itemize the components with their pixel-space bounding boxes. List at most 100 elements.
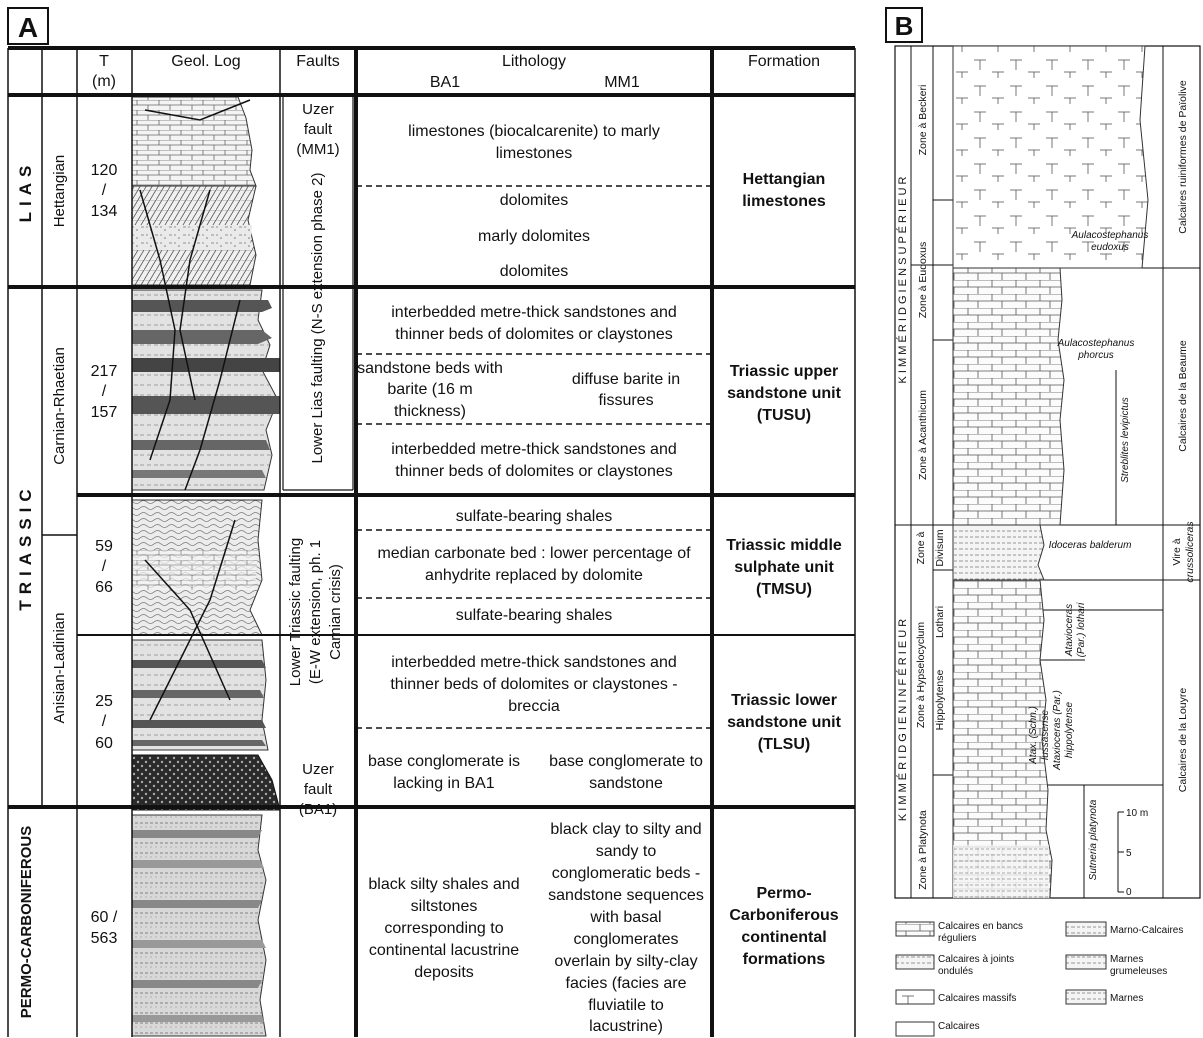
fossil-eudoxus-1: Aulacostephanus — [1071, 230, 1149, 241]
fossil-ataxioceras-hippo-2: hippolytense — [1064, 701, 1075, 758]
fault-uzer-ba1-2: fault — [304, 781, 333, 798]
legend-r2-1: Marnes — [1110, 954, 1143, 965]
zone-divisum-1: Zone à — [915, 532, 927, 565]
lith-p-mm1-7: overlain by silty-clay — [554, 953, 697, 970]
panel-b-label: B — [895, 11, 914, 41]
header-thickness-unit: (m) — [92, 73, 116, 90]
lith-l1-2: thinner beds of dolomites or claystones … — [390, 676, 677, 693]
lith-l2-ba1-2: lacking in BA1 — [393, 775, 494, 792]
lith-c2-ba1-3: thickness) — [394, 403, 466, 420]
thickness-hett-1: 120 — [91, 162, 118, 179]
lith-p-ba1-5: deposits — [414, 964, 474, 981]
panel-a-label: A — [18, 12, 38, 43]
table-grid — [7, 46, 856, 1037]
legend-l4-1: Calcaires — [938, 1021, 980, 1032]
fossil-phorcus-2: phorcus — [1077, 350, 1114, 361]
thickness-hett-3: 134 — [91, 203, 118, 220]
header-thickness: T — [99, 53, 109, 70]
thickness-carn-3: 157 — [91, 404, 118, 421]
fault-lower-triassic-1: Lower Triassic faulting — [287, 538, 304, 686]
fossil-range-lines — [1083, 370, 1117, 898]
lith-m2-1: median carbonate bed : lower percentage … — [377, 545, 691, 562]
scale-5: 5 — [1126, 848, 1132, 859]
thickness-tlsu-1: 25 — [95, 693, 113, 710]
lith-m2-2: anhydrite replaced by dolomite — [425, 567, 643, 584]
formation-vire-1: Vire à — [1171, 538, 1183, 565]
geological-log — [131, 96, 281, 1037]
fossil-strebilites: Streblites levipictus — [1120, 397, 1131, 483]
legend-l2-2: ondulés — [938, 966, 973, 977]
b-log-basal-marl — [953, 845, 1049, 898]
stage-hettangian: Hettangian — [51, 155, 68, 228]
lith-m1: sulfate-bearing shales — [456, 508, 613, 525]
lith-p-mm1-2: sandy to — [596, 843, 657, 860]
lith-l1-3: breccia — [508, 698, 560, 715]
lith-c3-2: thinner beds of dolomites or claystones — [395, 463, 672, 480]
formation-tmsu-3: (TMSU) — [756, 581, 812, 598]
header-lithology: Lithology — [502, 53, 566, 70]
header-faults: Faults — [296, 53, 340, 70]
legend-r3: Marnes — [1110, 993, 1143, 1004]
zone-hippolytense: Hippolytense — [934, 669, 946, 730]
b-log-divisum — [952, 524, 1045, 581]
zone-platynota: Zone à Platynota — [917, 810, 929, 890]
b-log-middle — [952, 267, 1065, 526]
lith-h1-1: limestones (biocalcarenite) to marly — [408, 123, 660, 140]
lith-h2: dolomites — [500, 192, 568, 209]
lith-p-mm1-6: conglomerates — [574, 931, 679, 948]
fossil-ataxioceras-lothari-1: Ataxioceras — [1064, 604, 1075, 657]
zone-beckeri: Zone à Beckeri — [917, 85, 929, 156]
panel-a-label-box — [7, 7, 49, 45]
b-scale: 10 m 5 0 — [1117, 808, 1148, 898]
legend-swatch-r1 — [1065, 921, 1107, 937]
lith-l2-ba1-1: base conglomerate is — [368, 753, 520, 770]
lith-p-mm1-5: with basal — [589, 909, 661, 926]
lith-h4: dolomites — [500, 263, 568, 280]
lith-c3-1: interbedded metre-thick sandstones and — [391, 441, 677, 458]
formation-tmsu-1: Triassic middle — [726, 537, 842, 554]
lith-c2-mm1-2: fissures — [598, 392, 653, 409]
header-ba1: BA1 — [430, 74, 460, 91]
lith-p-mm1-9: fluviatile to — [588, 997, 664, 1014]
legend-swatch-l3 — [895, 989, 935, 1005]
fault-lower-triassic-2: (E-W extension, ph. 1 — [307, 540, 324, 684]
legend-swatch-r3 — [1065, 989, 1107, 1005]
formation-permo-2: Carboniferous — [729, 907, 838, 924]
formation-permo-1: Permo- — [756, 885, 811, 902]
formation-permo-3: continental — [741, 929, 826, 946]
zone-divisum-2: Divisum — [934, 529, 946, 567]
thickness-carn-1: 217 — [91, 363, 118, 380]
thickness-permo-1: 60 / — [91, 909, 118, 926]
zone-acanthicum: Zone à Acanthicum — [917, 390, 929, 480]
thickness-tmsu-2: / — [102, 558, 107, 575]
lith-m3: sulfate-bearing shales — [456, 607, 613, 624]
formation-tusu-1: Triassic upper — [730, 363, 839, 380]
formation-tusu-3: (TUSU) — [757, 407, 811, 424]
lith-p-mm1-3: conglomeratic beds - — [552, 865, 701, 882]
legend-swatch-r2 — [1065, 954, 1107, 970]
formation-tlsu-1: Triassic lower — [731, 692, 837, 709]
fossil-phorcus-1: Aulacostephanus — [1057, 338, 1135, 349]
lith-p-ba1-4: continental lacustrine — [369, 942, 519, 959]
b-legend: Calcaires en bancs réguliers Calcaires à… — [895, 921, 1183, 1037]
thickness-hett-2: / — [102, 182, 107, 199]
system-triassic: TRIASSIC — [16, 483, 35, 610]
formation-tusu-2: sandstone unit — [727, 385, 841, 402]
lith-p-ba1-2: siltstones — [411, 898, 478, 915]
formation-hett-1: Hettangian — [743, 171, 826, 188]
formation-beaume: Calcaires de la Beaume — [1177, 340, 1189, 452]
formation-hett-2: limestones — [742, 193, 826, 210]
thickness-permo-2: 563 — [91, 930, 118, 947]
lith-c2-mm1-1: diffuse barite in — [572, 371, 680, 388]
thickness-tlsu-2: / — [102, 713, 107, 730]
lith-p-ba1-1: black silty shales and — [368, 876, 519, 893]
fault-uzer-mm1-1: Uzer — [302, 101, 334, 118]
formation-tmsu-2: sulphate unit — [734, 559, 834, 576]
stage-lower: K I M M É R I D G I E N I N F É R I E U … — [896, 619, 909, 821]
fault-lower-triassic-3: Carnian crisis) — [327, 564, 344, 660]
lith-c2-ba1-2: barite (16 m — [387, 381, 472, 398]
lith-p-ba1-3: corresponding to — [384, 920, 503, 937]
scale-0: 0 — [1126, 887, 1132, 898]
fossil-atax-lussasense-1: Atax. (Schn.) — [1028, 706, 1039, 765]
thickness-tmsu-3: 66 — [95, 579, 113, 596]
